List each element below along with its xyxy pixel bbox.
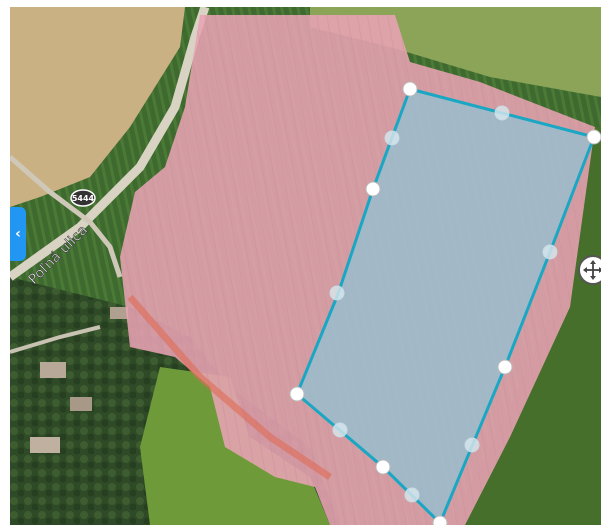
map-view[interactable]: 5444 Poľná ulica xyxy=(10,7,601,525)
map-canvas[interactable]: 5444 Poľná ulica xyxy=(10,7,601,525)
polygon-midpoint[interactable] xyxy=(494,105,510,121)
polygon-midpoints xyxy=(329,105,558,503)
chevron-left-icon: ‹ xyxy=(15,226,21,242)
polygon-vertex[interactable] xyxy=(586,129,601,145)
polygon-vertex[interactable] xyxy=(497,359,513,375)
building xyxy=(110,307,128,319)
road-shield: 5444 xyxy=(70,189,96,207)
polygon-vertex[interactable] xyxy=(432,515,448,525)
building xyxy=(70,397,92,411)
panel-collapse-button[interactable]: ‹ xyxy=(10,207,26,261)
polygon-midpoint[interactable] xyxy=(384,130,400,146)
polygon-midpoint[interactable] xyxy=(464,437,480,453)
polygon-vertex[interactable] xyxy=(289,386,305,402)
polygon-vertex[interactable] xyxy=(375,459,391,475)
polygon-midpoint[interactable] xyxy=(332,422,348,438)
building xyxy=(30,437,60,453)
orthophoto-edge-artifact xyxy=(127,294,332,480)
side-road xyxy=(10,155,123,278)
polygon-midpoint[interactable] xyxy=(542,244,558,260)
bare-field-top-left xyxy=(10,7,185,207)
polygon-vertex[interactable] xyxy=(365,181,381,197)
polygon-vertices xyxy=(289,81,601,525)
polygon-midpoint[interactable] xyxy=(329,285,345,301)
move-handle-button[interactable] xyxy=(578,255,601,285)
village-road xyxy=(10,325,101,354)
road-shield-number: 5444 xyxy=(72,194,95,203)
move-arrows-icon xyxy=(583,260,601,280)
building xyxy=(40,362,66,378)
polygon-midpoint[interactable] xyxy=(404,487,420,503)
polygon-vertex[interactable] xyxy=(402,81,418,97)
main-road xyxy=(10,7,210,281)
